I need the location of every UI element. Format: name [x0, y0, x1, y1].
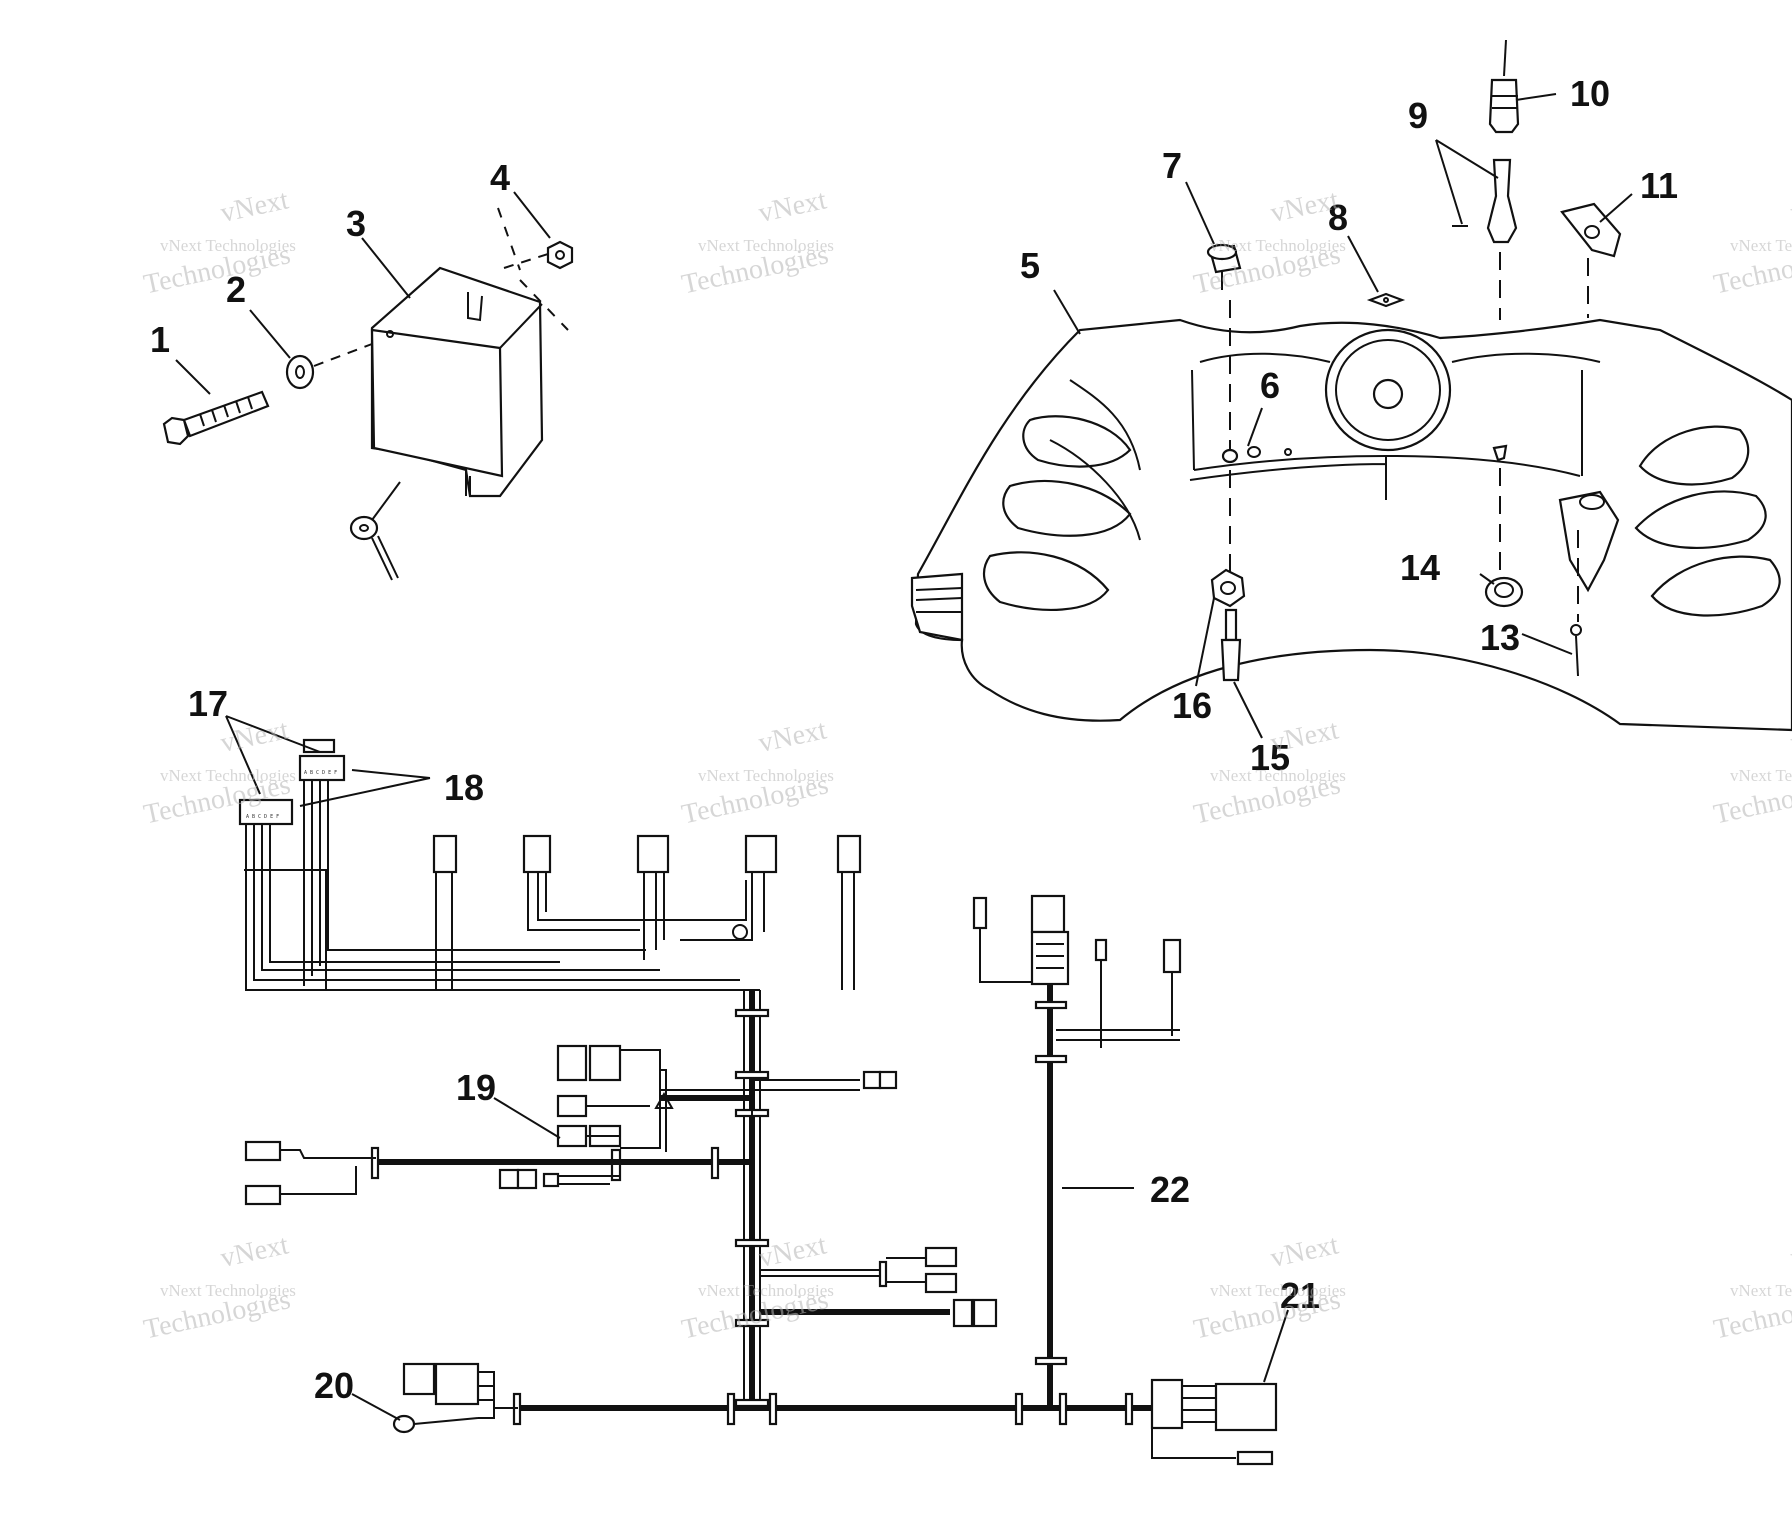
bolt-part: [162, 390, 270, 446]
callout-19: 19: [456, 1067, 496, 1108]
svg-text:vNext: vNext: [1788, 714, 1792, 759]
svg-text:vNext: vNext: [218, 1229, 292, 1274]
watermark: vNext vNext Technologies Technologies: [1191, 1229, 1346, 1345]
watermark: vNext vNext Technologies Technologies: [679, 184, 834, 300]
callout-6: 6: [1260, 365, 1280, 406]
callout-17: 17: [188, 683, 228, 724]
svg-text:vNext: vNext: [1788, 1229, 1792, 1274]
watermark: vNext vNext Technologies Technologies: [679, 714, 834, 830]
callout-8: 8: [1328, 197, 1348, 238]
bolt-15: [1220, 608, 1242, 682]
svg-text:vNext: vNext: [756, 184, 830, 229]
callout-11: 11: [1640, 165, 1678, 206]
svg-text:vNext Technologies: vNext Technologies: [1210, 236, 1346, 255]
svg-text:vNext: vNext: [1268, 1229, 1342, 1274]
callout-7: 7: [1162, 145, 1182, 186]
svg-text:vNext: vNext: [1788, 184, 1792, 229]
watermark: vNext vNext Technologies Technologies: [1711, 714, 1792, 830]
washer-part: [285, 354, 315, 390]
svg-text:vNext: vNext: [756, 1229, 830, 1274]
left-vents: [982, 379, 1141, 611]
bulb-10: [1488, 39, 1520, 134]
svg-text:vNext: vNext: [756, 714, 830, 759]
clip-8: [1366, 292, 1406, 308]
callout-16: 16: [1172, 685, 1212, 726]
plug-row: [432, 834, 862, 990]
watermark: vNext vNext Technologies Technologies: [141, 184, 296, 300]
callout-10: 10: [1570, 73, 1610, 114]
callout-1: 1: [150, 319, 170, 360]
hood-panel: [910, 39, 1792, 739]
svg-text:vNext Technologies: vNext Technologies: [160, 766, 296, 785]
watermark: vNext vNext Technologies Technologies: [1711, 1229, 1792, 1345]
svg-text:vNext Technologies: vNext Technologies: [160, 236, 296, 255]
callout-14: 14: [1400, 547, 1440, 588]
nut-14: [1484, 576, 1524, 608]
pin-13: [1570, 624, 1582, 677]
grommet-7: [1206, 243, 1242, 290]
ring-terminal: [349, 481, 401, 581]
svg-text:vNext Technologies: vNext Technologies: [698, 1281, 834, 1300]
watermark: vNext vNext Technologies Technologies: [1191, 184, 1346, 300]
nut-part: [546, 240, 574, 270]
regulator-box: [370, 266, 544, 498]
watermark: vNext vNext Technologies Technologies: [141, 1229, 296, 1345]
svg-text:vNext Technologies: vNext Technologies: [698, 236, 834, 255]
watermark: vNext vNext Technologies Technologies: [1711, 184, 1792, 300]
connector-17: A B C D E F A B C D E F: [238, 738, 346, 826]
callout-20: 20: [314, 1365, 354, 1406]
nut-16: [1210, 568, 1246, 608]
callout-3: 3: [346, 203, 366, 244]
svg-text:vNext Technologies: vNext Technologies: [1730, 1281, 1792, 1300]
svg-text:A B C D E F: A B C D E F: [246, 814, 279, 820]
callout-4: 4: [490, 157, 510, 198]
callout-labels: 1 2 3 4 5 6 7 8 9 10 11 13 14 15 16 17 1…: [150, 73, 1678, 1406]
callout-5: 5: [1020, 245, 1040, 286]
watermark: vNext vNext Technologies Technologies: [1191, 714, 1346, 830]
svg-text:vNext Technologies: vNext Technologies: [1730, 236, 1792, 255]
svg-text:vNext Technologies: vNext Technologies: [1730, 766, 1792, 785]
svg-text:vNext: vNext: [1268, 714, 1342, 759]
svg-text:vNext: vNext: [218, 184, 292, 229]
svg-text:A B C D E F: A B C D E F: [304, 770, 337, 776]
callout-15: 15: [1250, 737, 1290, 778]
regulator-assembly: [162, 191, 574, 581]
svg-text:vNext Technologies: vNext Technologies: [698, 766, 834, 785]
callout-21: 21: [1280, 1275, 1320, 1316]
callout-9: 9: [1408, 95, 1428, 136]
harness-22: [972, 894, 1182, 1408]
svg-text:vNext Technologies: vNext Technologies: [1210, 1281, 1346, 1300]
connector-21: [1150, 1378, 1278, 1466]
connector-20: [392, 1362, 518, 1434]
right-vents: [1634, 425, 1781, 617]
wiring-harness: A B C D E F A B C D E F: [225, 715, 1289, 1466]
bulb-holder-9: [1452, 158, 1518, 244]
bracket-11: [1560, 202, 1622, 258]
callout-22: 22: [1150, 1169, 1190, 1210]
callout-18: 18: [444, 767, 484, 808]
callout-2: 2: [226, 269, 246, 310]
svg-text:vNext Technologies: vNext Technologies: [160, 1281, 296, 1300]
callout-13: 13: [1480, 617, 1520, 658]
svg-text:vNext Technologies: vNext Technologies: [1210, 766, 1346, 785]
